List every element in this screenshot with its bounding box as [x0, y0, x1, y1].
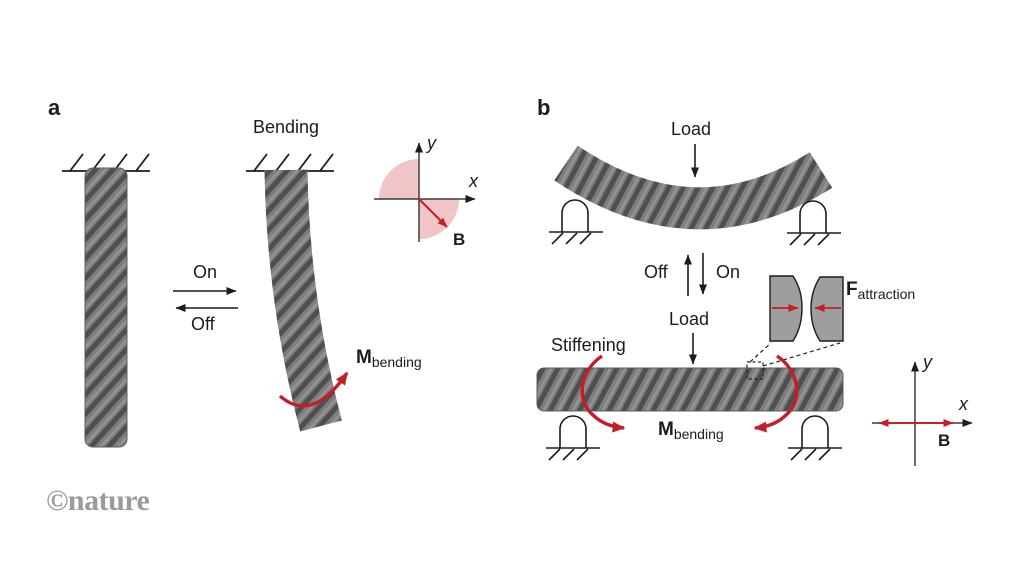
- load-top-label: Load: [671, 119, 712, 139]
- nature-watermark: ©nature: [46, 484, 150, 517]
- b-field-label-b: B: [938, 431, 951, 450]
- moment-label-b: Mbending: [658, 419, 724, 442]
- b-field-label-a: B: [453, 230, 466, 249]
- moment-symbol: M: [658, 419, 674, 440]
- stiffening-label: Stiffening: [551, 335, 626, 355]
- on-label-a: On: [193, 262, 218, 282]
- support-bottom-left-icon: [546, 415, 600, 461]
- off-label-b: Off: [644, 262, 668, 282]
- moment-arc-left-icon: [580, 354, 626, 433]
- b-field-arrow-a-icon: [418, 198, 448, 228]
- moment-symbol: M: [356, 347, 372, 368]
- load-bottom-label: Load: [669, 309, 710, 329]
- y-axis-label-a: y: [427, 133, 436, 153]
- x-axis-label-b: x: [959, 394, 968, 414]
- off-label-a: Off: [191, 314, 215, 334]
- bending-title: Bending: [253, 117, 320, 137]
- support-bottom-right-icon: [788, 415, 842, 461]
- rope-vertical: [84, 167, 128, 448]
- rope-bent: [264, 169, 342, 432]
- y-axis-label-b: y: [923, 352, 932, 372]
- support-top-right-icon: [787, 200, 841, 246]
- moment-subscript: bending: [673, 426, 724, 442]
- moment-arc-right-icon: [753, 354, 799, 433]
- axes-a-icon: [374, 142, 476, 242]
- panel-b-label: b: [537, 95, 551, 120]
- bending-moment-arrow-icon: [278, 371, 349, 408]
- moment-subscript: bending: [371, 354, 422, 370]
- force-subscript: attraction: [857, 286, 916, 302]
- on-label-b: On: [716, 262, 741, 282]
- toggle-arrows-icon: [173, 287, 238, 312]
- off-on-arrows-icon: [684, 253, 707, 296]
- ceiling-right-icon: [246, 153, 334, 172]
- callout-lines: [746, 342, 841, 380]
- panel-a-label: a: [48, 95, 61, 120]
- rope-straight: [536, 367, 844, 412]
- support-top-left-icon: [549, 199, 603, 245]
- moment-label-a: Mbending: [356, 347, 422, 370]
- x-axis-label-a: x: [469, 171, 478, 191]
- axes-b-icon: [872, 361, 973, 466]
- force-symbol: F: [846, 279, 858, 300]
- rope-sagging: [554, 145, 833, 230]
- force-label: Fattraction: [846, 279, 916, 302]
